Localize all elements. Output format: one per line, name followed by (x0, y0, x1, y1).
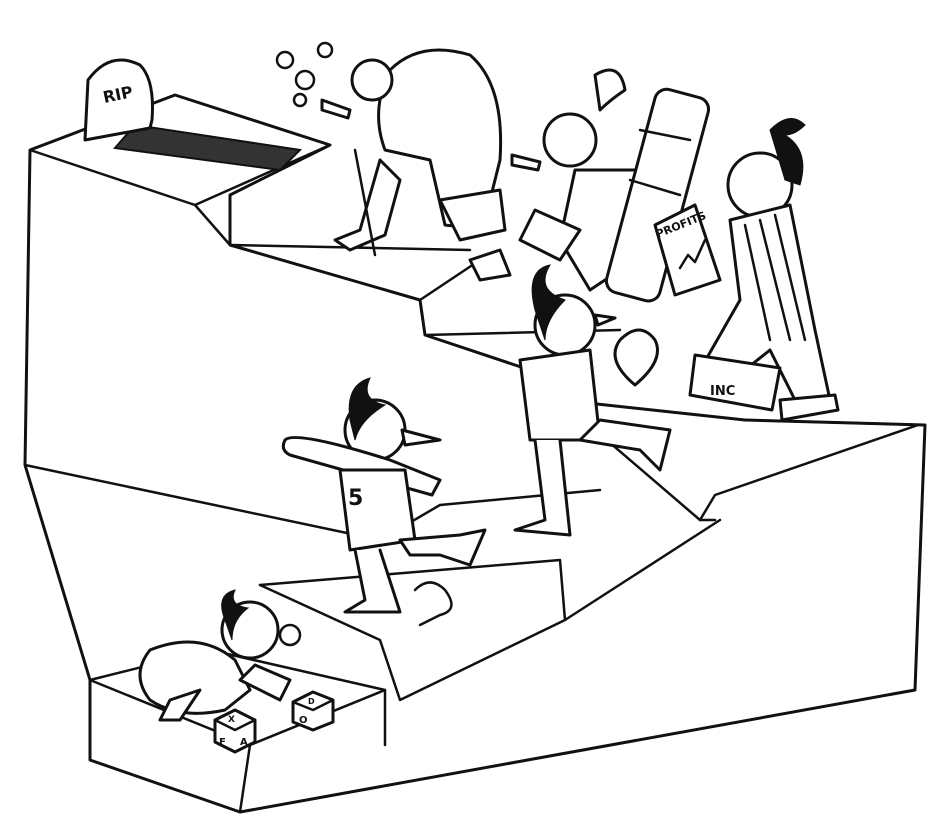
old-man-figure (275, 41, 507, 257)
svg-text:O: O (299, 715, 308, 726)
toy-block-od: O D (291, 690, 335, 732)
baby-figure: X F A O D (138, 589, 335, 754)
teen-figure (513, 264, 672, 537)
tombstone: RIP (83, 58, 154, 142)
golfer-figure (468, 68, 711, 303)
svg-text:X: X (228, 715, 235, 725)
child-batter-figure: 5 (281, 377, 487, 627)
toy-block-xfa: X F A (213, 708, 257, 754)
svg-text:5: 5 (348, 486, 363, 511)
svg-text:INC: INC (710, 384, 735, 399)
briefcase: INC (688, 353, 782, 412)
svg-text:D: D (308, 697, 315, 706)
svg-text:F: F (219, 737, 226, 748)
profits-chart-sign: PROFITS (653, 203, 722, 297)
svg-text:A: A (240, 737, 248, 748)
businessman-figure: PROFITS INC (653, 118, 840, 422)
